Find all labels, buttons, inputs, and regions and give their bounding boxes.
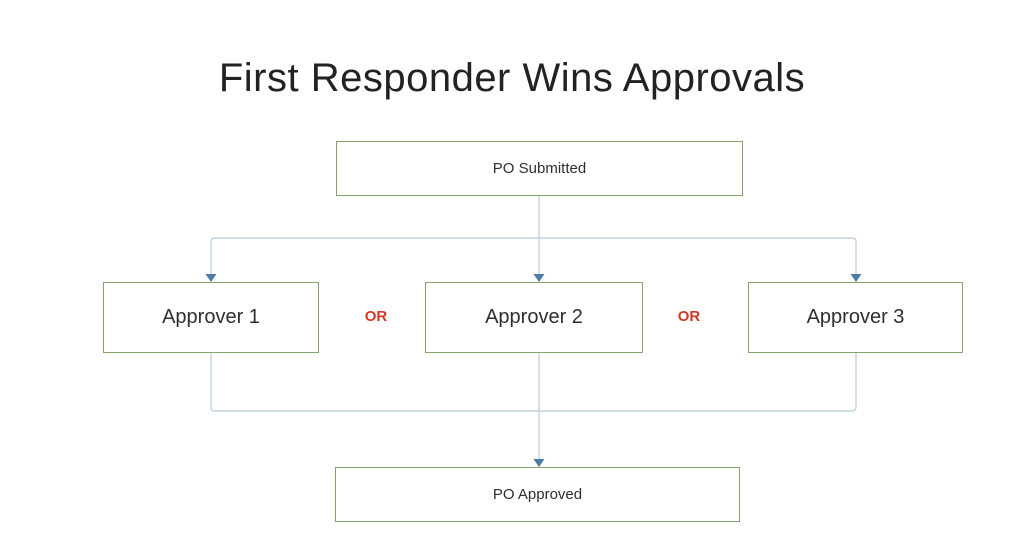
or-separator-1: OR (364, 308, 388, 325)
node-approver-3: Approver 3 (748, 282, 963, 353)
top-branch-connector (210, 237, 857, 277)
node-approver-1: Approver 1 (103, 282, 319, 353)
node-po-submitted: PO Submitted (336, 141, 743, 196)
arrowhead-approver-3-icon (850, 274, 862, 282)
node-approver-2-label: Approver 2 (485, 306, 583, 328)
arrowhead-approver-1-icon (205, 274, 217, 282)
or-separator-2: OR (677, 308, 701, 325)
node-po-submitted-label: PO Submitted (492, 160, 587, 177)
bottom-branch-connector (210, 353, 857, 412)
node-po-approved-label: PO Approved (492, 486, 583, 503)
node-approver-2: Approver 2 (425, 282, 643, 353)
arrowhead-po-approved-icon (533, 459, 545, 467)
node-po-approved: PO Approved (335, 467, 740, 522)
diagram-title: First Responder Wins Approvals (218, 56, 806, 100)
node-approver-1-label: Approver 1 (162, 306, 260, 328)
node-approver-3-label: Approver 3 (806, 306, 905, 328)
arrowhead-approver-2-icon (533, 274, 545, 282)
